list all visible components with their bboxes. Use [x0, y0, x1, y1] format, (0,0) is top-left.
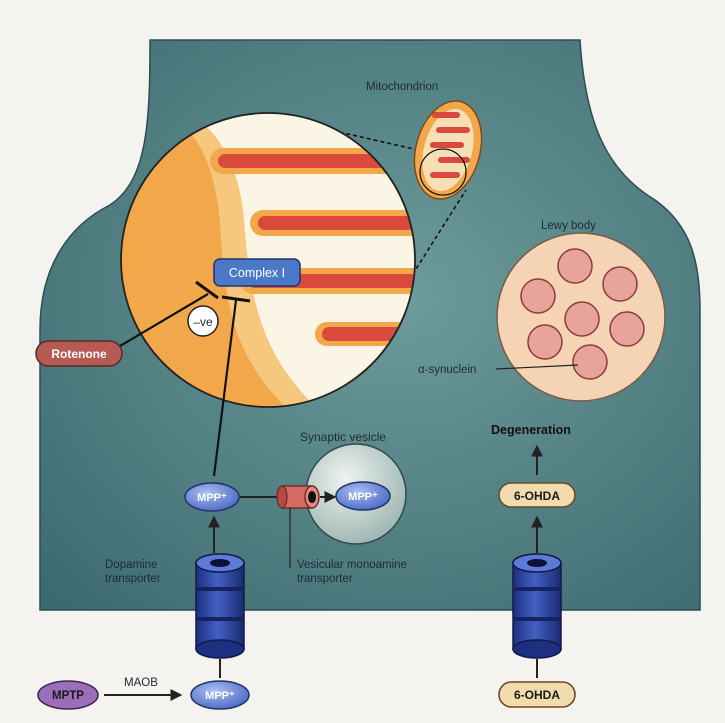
mpp-vesicle-node: MPP⁺ — [336, 482, 390, 510]
complex-i: Complex I — [214, 259, 300, 286]
negative-effect-label: –ve — [193, 315, 213, 329]
rotenone-label: Rotenone — [51, 347, 107, 361]
lewy-body — [497, 233, 665, 401]
ohda-outside-node: 6-OHDA — [499, 682, 575, 707]
vmat-label-line2: transporter — [297, 573, 353, 585]
mptp-label: MPTP — [52, 690, 84, 702]
mpp-outside-label: MPP⁺ — [205, 690, 235, 702]
maob-label: MAOB — [124, 677, 158, 689]
dat-label-line1: Dopamine — [105, 559, 157, 571]
alpha-synuclein-label: α-synuclein — [418, 364, 476, 376]
dopamine-transporter-left — [196, 554, 244, 658]
lewy-body-label: Lewy body — [541, 220, 596, 232]
mpp-vesicle-label: MPP⁺ — [348, 491, 378, 503]
ohda-inside-node: 6-OHDA — [499, 483, 575, 507]
complex-i-label: Complex I — [229, 266, 285, 280]
mpp-outside-node: MPP⁺ — [191, 681, 249, 709]
dat-label-line2: transporter — [105, 573, 161, 585]
negative-effect-badge: –ve — [188, 306, 218, 336]
mptp-node: MPTP — [38, 681, 98, 709]
degeneration-label: Degeneration — [491, 423, 571, 437]
synaptic-vesicle-label: Synaptic vesicle — [300, 430, 386, 444]
rotenone-pill: Rotenone — [36, 341, 122, 366]
dopamine-transporter-right — [513, 554, 561, 658]
mitochondrion-label: Mitochondrion — [366, 81, 438, 93]
vmat-transporter — [277, 486, 319, 508]
ohda-outside-label: 6-OHDA — [514, 688, 560, 702]
mpp-cell-node: MPP⁺ — [185, 483, 239, 511]
vmat-label-line1: Vesicular monoamine — [297, 559, 407, 571]
mpp-cell-label: MPP⁺ — [197, 492, 227, 504]
ohda-inside-label: 6-OHDA — [514, 489, 560, 503]
